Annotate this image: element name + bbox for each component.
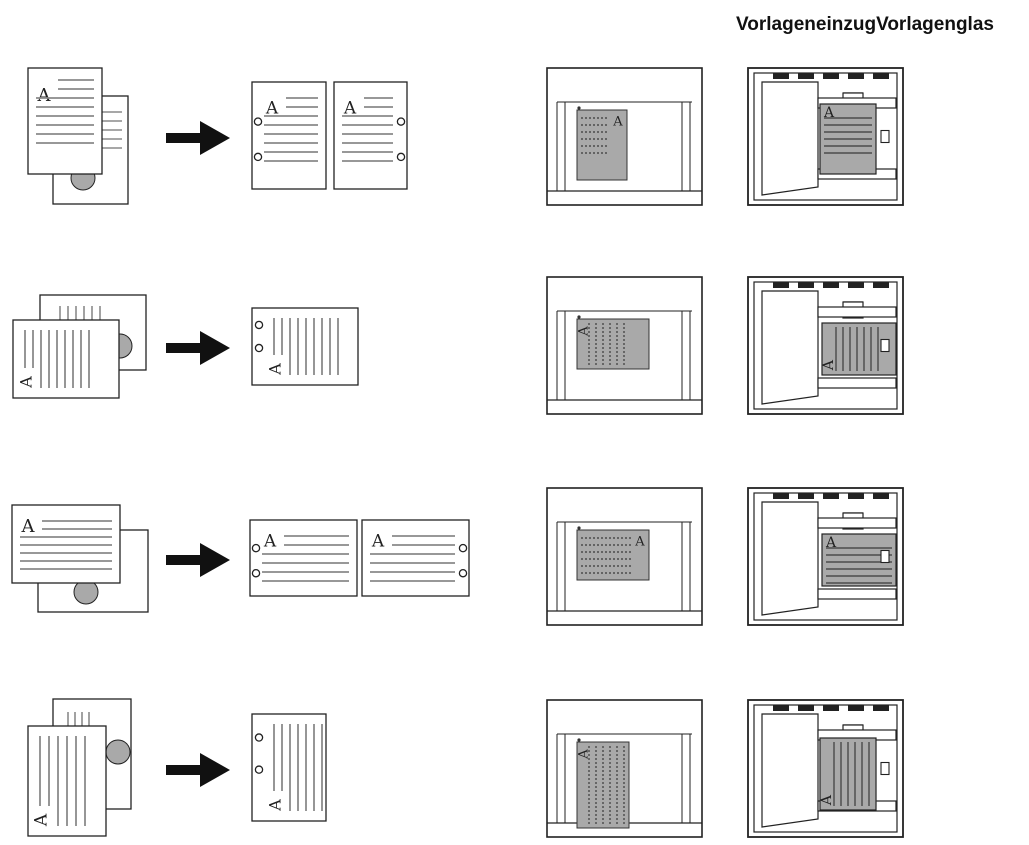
page-letter: A <box>823 105 835 121</box>
feeder-view-2: A <box>747 276 904 415</box>
feeder-view-4: A <box>747 699 904 838</box>
row-2-originals: AA <box>12 294 359 399</box>
front-page: A <box>27 725 107 837</box>
page-letter: A <box>37 85 52 106</box>
glass-view-4: A <box>546 699 703 838</box>
page-letter: A <box>32 813 52 827</box>
result-page: A <box>251 713 327 822</box>
page-letter: A <box>577 749 592 760</box>
feeder-view-3: A <box>747 487 904 626</box>
origin-marker <box>577 526 581 530</box>
punch-hole <box>254 343 264 353</box>
punch-hole <box>396 117 406 126</box>
row-4-originals: AA <box>27 698 327 837</box>
result-page-left: A <box>251 81 327 190</box>
result-page-right: A <box>361 519 470 597</box>
page-letter: A <box>266 363 285 376</box>
page-letter: A <box>577 326 592 337</box>
glass-view-2: A <box>546 276 703 415</box>
punch-hole <box>458 568 468 578</box>
page-letter: A <box>17 376 36 389</box>
punch-hole <box>253 152 263 162</box>
feeder-document: A <box>819 737 877 811</box>
feeder-document: A <box>819 103 877 175</box>
page-letter: A <box>265 99 279 119</box>
glass-document: A <box>576 529 650 581</box>
glass-document: A <box>576 109 628 181</box>
arrow-icon <box>166 121 230 155</box>
page-letter: A <box>819 794 835 806</box>
feeder-document: A <box>821 533 897 587</box>
result-page-right: A <box>333 81 408 190</box>
punch-hole <box>458 543 468 553</box>
page-letter: A <box>371 532 385 552</box>
page-letter: A <box>343 99 357 119</box>
origin-marker <box>577 738 581 742</box>
punch-hole <box>396 152 406 162</box>
punch-hole <box>253 117 263 126</box>
origin-marker <box>577 315 581 319</box>
header-feeder-label: Vorlageneinzug <box>736 14 877 35</box>
front-page: A <box>11 504 121 584</box>
page-letter: A <box>266 799 285 812</box>
header-glass-label: Vorlagenglas <box>876 14 994 35</box>
punch-hole <box>251 543 261 553</box>
glass-document: A <box>576 741 630 829</box>
result-page: A <box>251 307 359 386</box>
page-letter: A <box>634 535 645 550</box>
arrow-icon <box>166 543 230 577</box>
arrow-icon <box>166 753 230 787</box>
front-page: A <box>27 67 103 175</box>
punch-hole <box>254 733 264 742</box>
page-letter: A <box>825 535 837 551</box>
punch-hole <box>254 320 264 330</box>
page-letter: A <box>821 359 837 371</box>
origin-marker <box>577 106 581 110</box>
front-page: A <box>12 319 120 399</box>
punch-hole <box>251 568 261 578</box>
glass-view-1: A <box>546 67 703 206</box>
result-page-left: A <box>249 519 358 597</box>
page-letter: A <box>21 516 36 537</box>
arrow-icon <box>166 331 230 365</box>
glass-view-3: A <box>546 487 703 626</box>
column-header: VorlageneinzugVorlagenglas <box>736 10 1029 40</box>
punch-hole <box>254 765 264 774</box>
page-letter: A <box>263 532 277 552</box>
feeder-view-1: A <box>747 67 904 206</box>
gray-marker <box>105 739 131 765</box>
page-letter: A <box>612 115 623 130</box>
glass-document: A <box>576 318 650 370</box>
